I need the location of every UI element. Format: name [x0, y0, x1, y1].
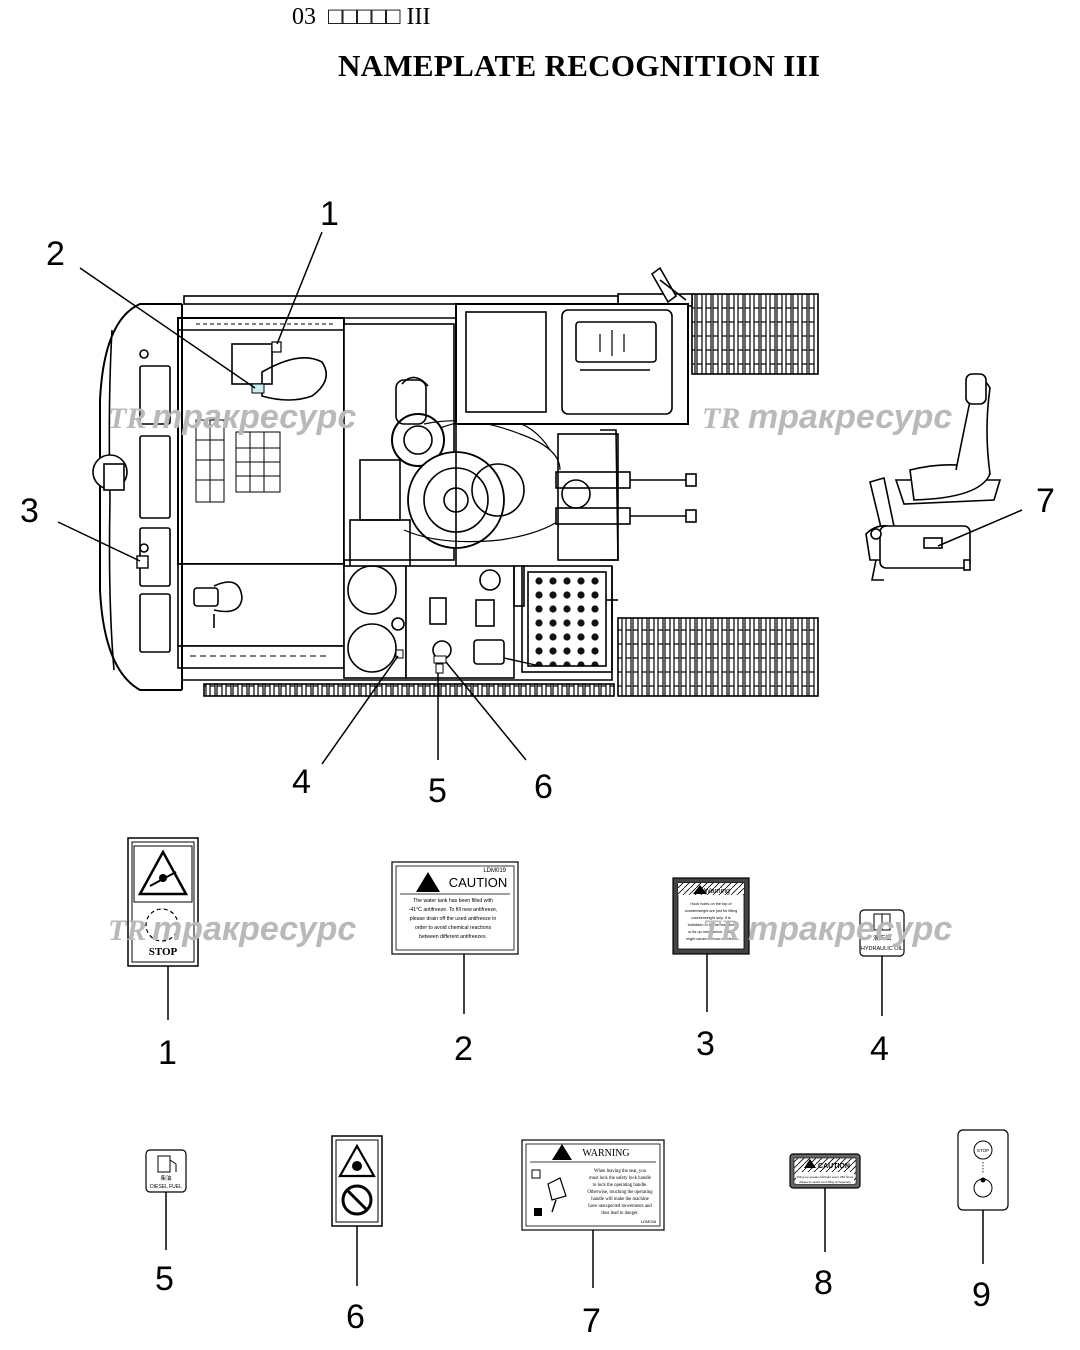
decal-5-number: 5 — [155, 1260, 174, 1298]
machine-decal-markers — [136, 341, 447, 674]
decal-2-line-1: The water tank has been filled with — [413, 898, 493, 904]
section-native: □□□□□ III — [328, 4, 431, 30]
decal-2-line-2: -41°C antifreeze. To fill new antifreeze… — [409, 907, 498, 913]
decal-7-line-3: to lock the operating handle. — [593, 1183, 648, 1188]
watermark-logo: TR — [702, 402, 740, 435]
decal-7-line-2: must lock the safety lock handle — [589, 1176, 651, 1181]
decal-8: CAUTION Filling-up grease lubricant ever… — [789, 1153, 861, 1302]
decal-8-line-1: Filling-up grease lubricant every 250 ho… — [797, 1175, 854, 1179]
decal-7-line-6: have unexpected movements and — [588, 1204, 652, 1209]
callout-top-3: 3 — [20, 492, 39, 530]
track-upper — [617, 293, 819, 375]
watermark-text: тракресурс — [152, 398, 356, 436]
watermark-1: TR тракресурс — [108, 398, 356, 436]
decal-5-text: DIESEL FUEL — [150, 1184, 182, 1190]
decal-5-native: 柴油 — [160, 1174, 172, 1182]
decal-7: WARNING When leaving the seat, you must … — [521, 1139, 665, 1340]
caution-triangle-icon — [416, 872, 440, 892]
decal-9-text: STOP — [977, 1148, 989, 1153]
warning-triangle-icon — [693, 885, 707, 894]
decal-7-heading: WARNING — [582, 1148, 629, 1159]
fuel-pump-icon — [157, 1155, 171, 1173]
decal-2-line-3: please drain off the used antifreeze in — [410, 916, 497, 922]
callout-top-1: 1 — [320, 195, 339, 233]
watermark-4: TR тракресурс — [702, 910, 952, 948]
decal-7-line-1: When leaving the seat, you — [594, 1169, 647, 1174]
watermark-text: тракресурс — [748, 398, 952, 436]
decal-1-text: STOP — [149, 946, 178, 958]
stop-icon — [973, 1140, 993, 1160]
decal-3-line-6: might cause serious accident. — [686, 937, 736, 941]
operator-seat — [865, 373, 1002, 581]
decal-3-line-5: or its up mechanism, which — [688, 930, 734, 934]
hood-icon-grid — [195, 419, 281, 503]
watermark-logo: TR — [702, 914, 740, 947]
decal-4-native: 液压油 — [873, 934, 891, 942]
decal-3-line-3: counterweight only. It is — [691, 916, 730, 920]
decal-8-heading: CAUTION — [818, 1163, 850, 1170]
decal-3-line-2: counterweight are just for lifting — [685, 909, 738, 913]
decal-7-line-5: handle will make the machine — [591, 1197, 649, 1202]
decal-4-text: HYDRAULIC OIL — [861, 946, 903, 952]
decal-3-heading: Warning — [704, 888, 730, 895]
machine-top-view — [92, 266, 819, 697]
callout-top-7: 7 — [1036, 482, 1055, 520]
decal-3-number: 3 — [696, 1025, 715, 1063]
watermark-logo: TR — [108, 914, 146, 947]
decal-3-line-1: Hook holes on the top of — [690, 902, 732, 906]
callout-top-2: 2 — [46, 235, 65, 273]
header: 03 □□□□□ III NAMEPLATE RECOGNITION III — [0, 0, 1080, 100]
decal-7-line-4: Otherwise, touching the operating — [587, 1190, 653, 1195]
top-callouts: 1 2 3 4 5 6 7 — [20, 195, 1055, 810]
decal-7-code: LDM038 — [641, 1219, 657, 1224]
decal-9-number: 9 — [972, 1276, 991, 1314]
watermark-text: тракресурс — [748, 910, 952, 948]
lock-closed-icon — [534, 1208, 542, 1216]
decal-3-line-4: forbidden to lift the machine — [688, 923, 735, 927]
decal-1: STOP 1 — [127, 837, 199, 1072]
decal-5: 柴油 DIESEL FUEL 5 — [145, 1149, 187, 1298]
decal-6-number: 6 — [346, 1298, 365, 1336]
lever-icon — [547, 1177, 567, 1201]
watermark-2: TR тракресурс — [702, 398, 952, 436]
decal-2-code: LDM019 — [483, 868, 506, 874]
warning-triangle-icon — [552, 1144, 572, 1160]
decal-8-number: 8 — [814, 1264, 833, 1302]
rotation-icon — [145, 908, 179, 942]
decal-2-line-5: between different antifreezes. — [419, 934, 487, 940]
callout-top-5: 5 — [428, 772, 447, 810]
decal-8-line-2: (Please be careful not to filling-up fre… — [799, 1180, 851, 1184]
lock-open-icon — [531, 1169, 541, 1179]
decal-1-number: 1 — [158, 1034, 177, 1072]
track-lower — [617, 617, 819, 697]
decal-2-heading: CAUTION — [449, 875, 508, 890]
decal-7-line-7: thus lead to danger. — [601, 1211, 638, 1216]
callout-top-6: 6 — [534, 768, 553, 806]
decal-4: 液压油 HYDRAULIC OIL 4 — [859, 909, 905, 1068]
watermark-3: TR тракресурс — [108, 910, 356, 948]
decal-2: LDM019 CAUTION The water tank has been f… — [391, 861, 519, 1068]
callout-top-4: 4 — [292, 763, 311, 801]
decal-2-line-4: order to avoid chemical reactions — [415, 925, 492, 931]
decal-7-number: 7 — [582, 1302, 601, 1340]
decal-2-number: 2 — [454, 1030, 473, 1068]
decal-4-number: 4 — [870, 1030, 889, 1068]
top-leader-lines — [57, 231, 1023, 765]
decal-9: STOP 9 — [957, 1129, 1009, 1314]
page-title: NAMEPLATE RECOGNITION III — [338, 48, 821, 83]
watermark-logo: TR — [108, 402, 146, 435]
watermark-text: тракресурс — [152, 910, 356, 948]
caution-triangle-icon — [804, 1159, 816, 1168]
decal-6: 6 — [331, 1135, 383, 1336]
section-number: 03 □□□□□ III — [292, 4, 431, 30]
decal-3: Warning Hook holes on the top of counter… — [672, 877, 750, 1063]
